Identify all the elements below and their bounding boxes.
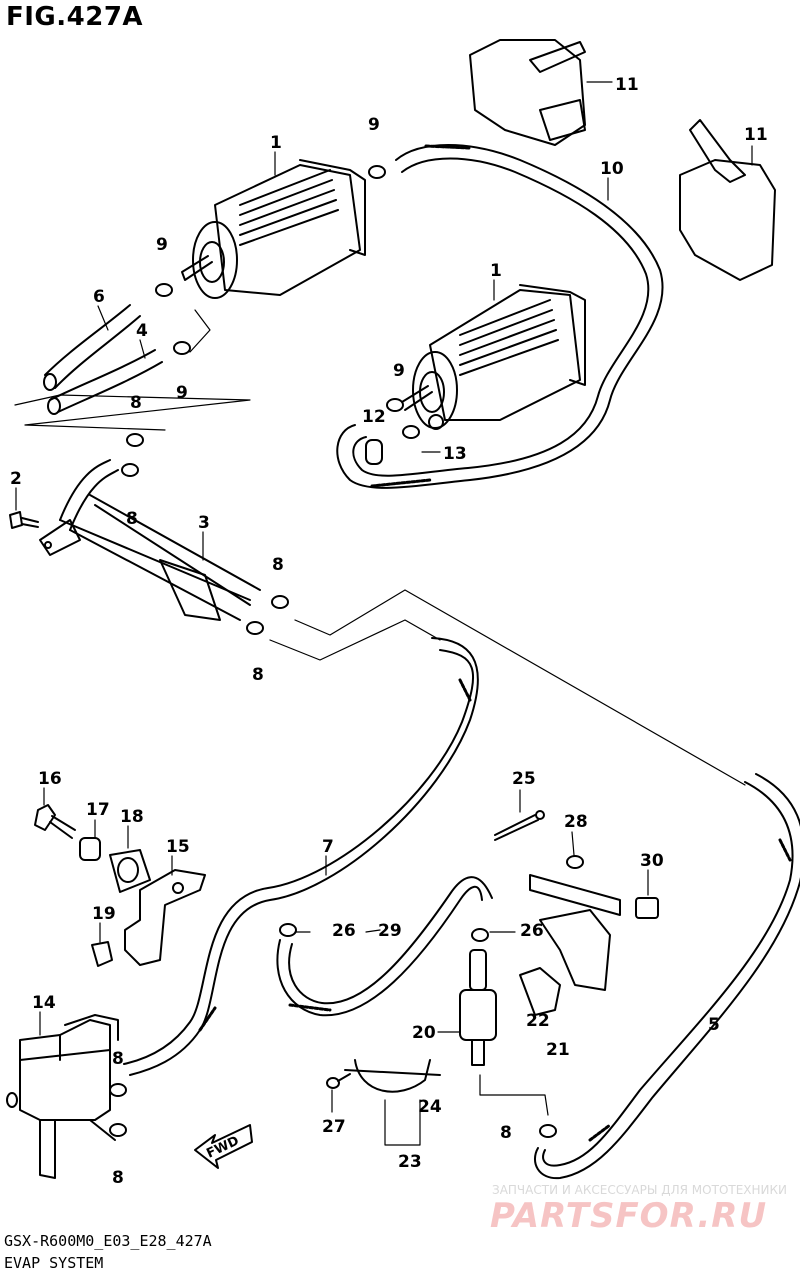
callout-22: 22 [526, 1011, 550, 1031]
hose-4 [47, 349, 163, 415]
callout-5: 5 [708, 1015, 720, 1035]
hose-5 [533, 773, 800, 1180]
callout-4: 4 [136, 321, 148, 341]
clamp-26-group [279, 923, 489, 942]
callout-17: 17 [86, 800, 110, 820]
callout-3: 3 [198, 513, 210, 533]
callout-11-a: 11 [615, 75, 639, 95]
clamp-24 [344, 1059, 441, 1093]
watermark-tagline: ЗАПЧАСТИ И АКСЕССУАРЫ ДЛЯ МОТОТЕХНИКИ [492, 1183, 788, 1197]
callout-16: 16 [38, 769, 62, 789]
nut-19 [91, 941, 113, 967]
watermark-logo: PARTSFOR.RU [490, 1196, 768, 1236]
rivet-25 [494, 810, 545, 841]
damper-30 [635, 897, 659, 919]
fwd-arrow [194, 1124, 253, 1169]
callout-6: 6 [93, 287, 105, 307]
callout-1-lower: 1 [490, 261, 502, 281]
callout-13: 13 [443, 444, 467, 464]
clamp-9-group [155, 165, 420, 439]
clip-22 [519, 967, 561, 1016]
bolt-16 [34, 804, 76, 839]
solenoid-valve-14 [6, 1014, 119, 1179]
callout-21: 21 [546, 1040, 570, 1060]
callout-23: 23 [398, 1152, 422, 1172]
callout-9-d: 9 [393, 361, 405, 381]
bracket-21 [529, 874, 621, 991]
callout-8-e: 8 [112, 1049, 124, 1069]
protector-11-lower [679, 119, 776, 281]
hose-7 [123, 637, 479, 1076]
hose-29 [276, 876, 493, 1017]
callout-14: 14 [32, 993, 56, 1013]
callout-9-b: 9 [156, 235, 168, 255]
callout-19: 19 [92, 904, 116, 924]
bolt-2 [9, 511, 39, 529]
screw-27 [326, 1073, 351, 1089]
callout-29: 29 [378, 921, 402, 941]
callout-7: 7 [322, 837, 334, 857]
washer-28 [566, 855, 584, 869]
hose-12 [365, 439, 383, 465]
callout-9-c: 9 [176, 383, 188, 403]
bracket-15 [124, 869, 206, 966]
callout-24: 24 [418, 1097, 442, 1117]
callout-2: 2 [10, 469, 22, 489]
callout-26-b: 26 [520, 921, 544, 941]
hose-10 [336, 144, 664, 489]
callout-10: 10 [600, 159, 624, 179]
callout-8-b: 8 [126, 509, 138, 529]
protector-11-upper [469, 39, 586, 146]
callout-8-g: 8 [500, 1123, 512, 1143]
callout-20: 20 [412, 1023, 436, 1043]
callout-15: 15 [166, 837, 190, 857]
callout-1-upper: 1 [270, 133, 282, 153]
callout-leaders [15, 81, 753, 1113]
callout-26-a: 26 [332, 921, 356, 941]
callout-30: 30 [640, 851, 664, 871]
callout-25: 25 [512, 769, 536, 789]
callout-12: 12 [362, 407, 386, 427]
leader-lines [14, 309, 746, 1146]
canister-upper [181, 159, 366, 299]
callout-labels: 1 1 2 3 4 5 6 7 8 8 8 8 8 8 8 9 9 9 9 10… [10, 75, 768, 1188]
callout-18: 18 [120, 807, 144, 827]
system-name: EVAP SYSTEM [4, 1254, 104, 1272]
callout-27: 27 [322, 1117, 346, 1137]
callout-8-c: 8 [272, 555, 284, 575]
callout-11-b: 11 [744, 125, 768, 145]
callout-28: 28 [564, 812, 588, 832]
fuel-filter-20 [459, 949, 497, 1066]
clamp-8-group [109, 433, 557, 1138]
pipe-3 [39, 459, 261, 621]
collar-17 [79, 837, 101, 861]
model-code: GSX-R600M0_E03_E28_427A [4, 1232, 212, 1250]
callout-8-d: 8 [252, 665, 264, 685]
callout-8-f: 8 [112, 1168, 124, 1188]
figure-title: FIG.427A [6, 2, 144, 32]
hose-6 [43, 304, 141, 391]
canister-lower [401, 284, 586, 430]
callout-8-a: 8 [130, 393, 142, 413]
callout-9-a: 9 [368, 115, 380, 135]
cushion-18 [109, 849, 151, 893]
